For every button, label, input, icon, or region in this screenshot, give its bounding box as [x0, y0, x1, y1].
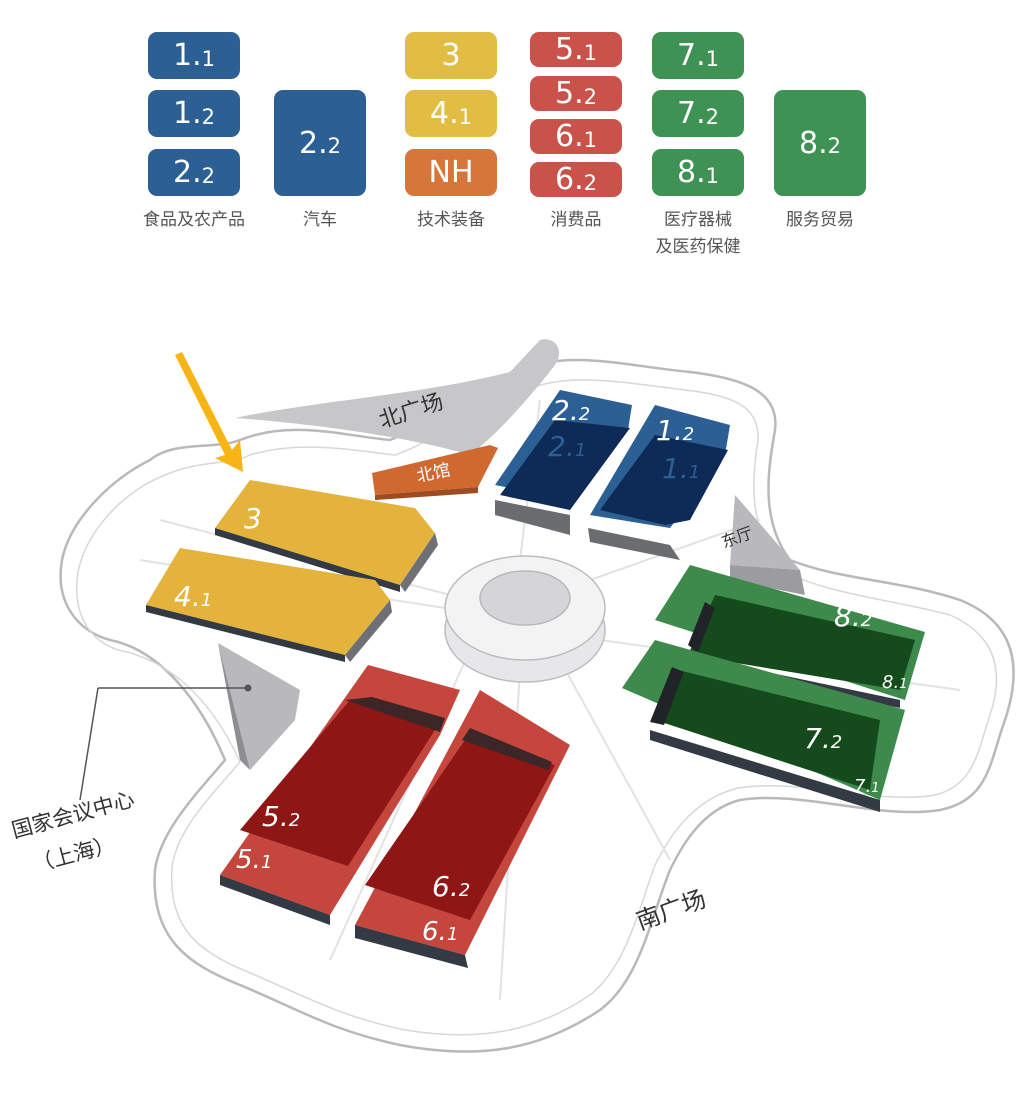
convention-center-label-line2: （上海） — [30, 832, 117, 877]
legend-category-medical-line2: 及医药保健 — [655, 237, 741, 257]
legend-tile-6-2: 6.2 — [530, 162, 622, 197]
tile-sub: 1 — [705, 163, 719, 188]
tile-main: 6. — [555, 162, 584, 197]
legend-tile-4-1: 4.1 — [405, 90, 497, 137]
legend-tile-8-1: 8.1 — [652, 149, 744, 196]
hall-3 — [215, 480, 438, 592]
tile-sub: 2 — [201, 163, 215, 188]
legend-category-medical: 医疗器械 及医药保健 — [632, 207, 764, 261]
legend-tile-1-2: 1.2 — [148, 90, 240, 137]
legend-tile-5-2: 5.2 — [530, 76, 622, 111]
hall-label-6-2: 6.2 — [432, 870, 470, 903]
tile-main: 7. — [677, 96, 706, 131]
hall-5-1-5-2 — [220, 665, 460, 925]
tile-sub: 2 — [201, 104, 215, 129]
hall-label-4-1: 4.1 — [174, 580, 212, 613]
legend-category-food: 食品及农产品 — [143, 210, 245, 230]
legend-category-tech: 技术装备 — [417, 210, 485, 230]
hall-label-8-2: 8.2 — [834, 600, 872, 633]
legend-tile-1-1: 1.1 — [148, 32, 240, 79]
hall-label-8-1: 8.1 — [882, 672, 907, 693]
tile-sub: 2 — [705, 104, 719, 129]
tile-sub: 1 — [201, 46, 215, 71]
tile-main: 8. — [677, 155, 706, 190]
tile-sub: 1 — [458, 104, 472, 129]
convention-wedge-west — [218, 643, 300, 770]
north-hall — [372, 445, 498, 500]
legend-category-medical-line1: 医疗器械 — [664, 210, 732, 230]
tile-sub: 2 — [827, 134, 841, 158]
legend-tile-3: 3 — [405, 32, 497, 79]
tile-main: 5. — [555, 32, 584, 67]
legend-tile-2-2-auto: 2.2 — [274, 90, 366, 196]
tile-sub: 1 — [705, 46, 719, 71]
legend-category-services: 服务贸易 — [786, 210, 854, 230]
hall-2-1-2-2 — [495, 390, 632, 535]
hall-6-1-6-2 — [355, 690, 570, 968]
legend-tile-8-2: 8.2 — [774, 90, 866, 196]
hall-label-1-1: 1.1 — [662, 452, 700, 485]
tile-main: NH — [428, 155, 474, 190]
hall-label-7-2: 7.2 — [804, 722, 842, 755]
tile-main: 6. — [555, 119, 584, 154]
legend-category-consumer: 消费品 — [550, 210, 602, 230]
convention-center-label-line1: 国家会议中心 — [9, 787, 137, 843]
tile-main: 2. — [173, 155, 202, 190]
tile-main: 3 — [441, 38, 461, 73]
legend-tile-6-1: 6.1 — [530, 119, 622, 154]
east-hall-wedge-base — [730, 565, 805, 595]
legend-category-auto: 汽车 — [303, 210, 337, 230]
legend-tile-2-2-food: 2.2 — [148, 149, 240, 196]
hall-7-1-7-2 — [622, 640, 905, 812]
tile-main: 4. — [430, 96, 459, 131]
convention-wedge-west-side — [218, 643, 250, 770]
legend-tile-5-1: 5.1 — [530, 32, 622, 67]
tile-sub: 2 — [583, 170, 597, 195]
hall-label-2-2: 2.2 — [552, 394, 590, 427]
hall-label-3: 3 — [244, 502, 262, 535]
hall-label-7-1: 7.1 — [854, 776, 879, 797]
tile-main: 8. — [799, 125, 828, 161]
central-rotunda — [444, 555, 606, 683]
hall-label-5-1: 5.1 — [236, 845, 272, 875]
tile-main: 2. — [299, 125, 328, 161]
hall-label-2-1: 2.1 — [548, 430, 586, 463]
tile-main: 5. — [555, 76, 584, 111]
hall-4-1 — [146, 548, 392, 662]
hall-label-5-2: 5.2 — [262, 800, 300, 833]
tile-sub: 1 — [583, 127, 597, 152]
legend-tile-7-1: 7.1 — [652, 32, 744, 79]
entrance-arrow-icon — [175, 352, 243, 472]
hall-1-1-1-2 — [588, 405, 730, 560]
tile-main: 7. — [677, 38, 706, 73]
hall-label-1-2: 1.2 — [656, 414, 694, 447]
tile-main: 1. — [173, 38, 202, 73]
legend-tile-nh: NH — [405, 149, 497, 196]
tile-sub: 2 — [327, 134, 341, 158]
tile-sub: 1 — [583, 40, 597, 65]
tile-main: 1. — [173, 96, 202, 131]
hall-label-6-1: 6.1 — [422, 917, 458, 947]
east-hall-wedge — [730, 495, 800, 570]
north-plaza-wedge — [235, 339, 560, 455]
venue-inner-outline — [76, 379, 998, 1036]
tile-sub: 2 — [583, 84, 597, 109]
legend-tile-7-2: 7.2 — [652, 90, 744, 137]
